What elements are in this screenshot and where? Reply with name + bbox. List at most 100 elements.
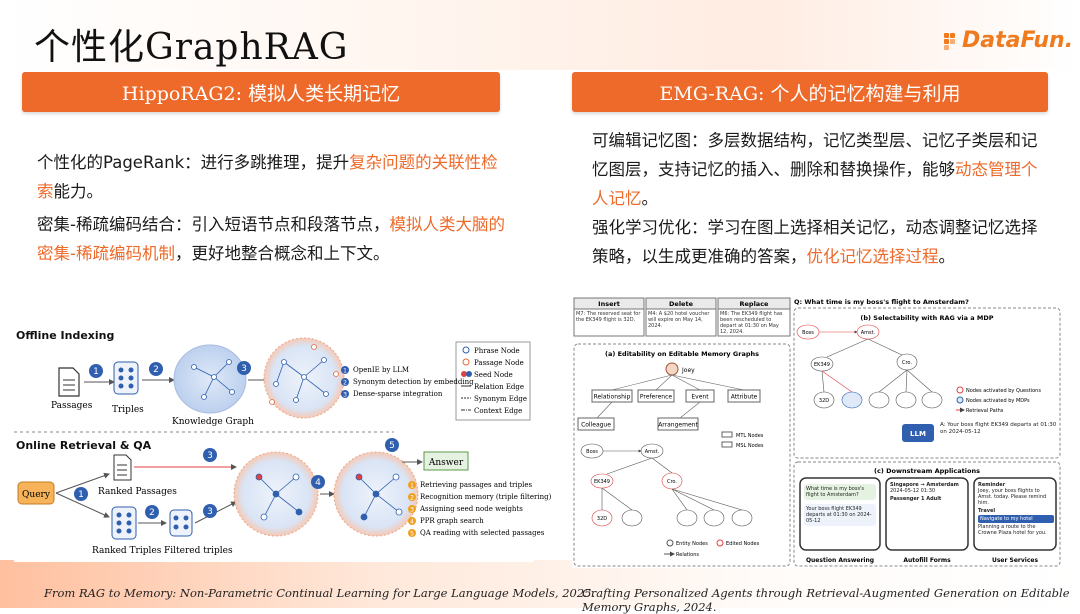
svg-text:3: 3 xyxy=(207,507,213,517)
right-paragraph-editable-graph: 可编辑记忆图：多层数据结构，记忆类型层、记忆子类层和记忆图层，支持记忆的插入、删… xyxy=(592,131,1038,208)
panel-a-border xyxy=(573,343,791,567)
svg-text:2: 2 xyxy=(149,508,155,518)
svg-text:PPR graph search: PPR graph search xyxy=(420,517,484,525)
memory-ops-table: Insert Delete Replace xyxy=(573,297,791,337)
svg-text:3: 3 xyxy=(410,507,414,514)
svg-text:5: 5 xyxy=(410,531,414,538)
passages-label: Passages xyxy=(51,401,93,411)
svg-text:1: 1 xyxy=(410,483,414,490)
emg-rag-svg: Insert Delete Replace M7: The reserved s… xyxy=(573,297,1061,567)
svg-text:Cro.: Cro. xyxy=(902,360,912,366)
emg-rag-diagram: Insert Delete Replace M7: The reserved s… xyxy=(572,296,1062,568)
panel-a-title: (a) Editability on Editable Memory Graph… xyxy=(605,350,759,358)
svg-text:EK349: EK349 xyxy=(814,362,830,368)
slide-title: 个性化GraphRAG xyxy=(34,27,349,68)
panel-b-border xyxy=(793,307,1061,459)
query-box xyxy=(17,481,55,505)
svg-text:Recognition memory (triple fil: Recognition memory (triple filtering) xyxy=(420,493,552,501)
step-badge xyxy=(385,438,399,452)
svg-text:Attribute: Attribute xyxy=(731,394,758,401)
question-text: Q: What time is my boss's flight to Amst… xyxy=(794,298,969,306)
online-steps-list: 1 Retrieving passages and triples 2 Reco… xyxy=(408,481,552,538)
answer-label: Answer xyxy=(428,458,464,468)
svg-text:Retrieving passages and triple: Retrieving passages and triples xyxy=(420,481,532,489)
triples-label: Triples xyxy=(112,405,144,415)
integrated-graph-nodes xyxy=(269,344,339,405)
step-badge xyxy=(145,505,159,519)
svg-text:4: 4 xyxy=(315,478,321,488)
left-paragraph-dense-sparse: 密集-稀疏编码结合：引入短语节点和段落节点，模拟人类大脑的密集-稀疏编码机制，更… xyxy=(37,215,505,263)
passage-node-icon xyxy=(462,358,470,366)
memory-graph-a: Boss Amst. EK349 Cro. 32D xyxy=(580,443,753,527)
highlight-text: 复杂问题的关联性检索 xyxy=(37,153,498,201)
svg-text:Boss: Boss xyxy=(586,449,598,455)
op-delete: Delete xyxy=(669,300,694,308)
svg-text:4: 4 xyxy=(410,519,414,526)
svg-text:Context Edge: Context Edge xyxy=(474,407,522,415)
user-name: Joey xyxy=(681,367,695,374)
step-badge xyxy=(149,362,163,376)
svg-text:Event: Event xyxy=(691,394,709,401)
knowledge-graph-blob xyxy=(173,344,247,414)
subcategory-row: Colleague Arrangement xyxy=(577,417,699,431)
svg-text:Relationship: Relationship xyxy=(594,394,631,401)
svg-text:Retrieval Paths: Retrieval Paths xyxy=(966,408,1004,414)
left-paragraph-pagerank: 个性化的PageRank：进行多跳推理，提升复杂问题的关联性检索能力。 xyxy=(37,153,498,201)
svg-text:32D: 32D xyxy=(819,398,829,404)
left-citation: From RAG to Memory: Non-Parametric Conti… xyxy=(44,586,596,600)
panel-c-border xyxy=(793,461,1061,567)
svg-text:3: 3 xyxy=(241,364,247,374)
kg-nodes xyxy=(191,359,235,400)
triples-icon xyxy=(113,361,139,395)
svg-text:Nodes activated by Questions: Nodes activated by Questions xyxy=(966,388,1041,394)
ppr-graph-2-nodes xyxy=(355,473,403,521)
svg-text:Edited Nodes: Edited Nodes xyxy=(726,541,760,547)
svg-text:2: 2 xyxy=(153,365,159,375)
right-section-banner: EMG-RAG: 个人的记忆构建与利用 xyxy=(572,72,1048,112)
svg-text:1: 1 xyxy=(343,368,347,375)
app-user-services: User Services xyxy=(992,557,1039,564)
memory-graph-b: Boss Amst. EK349 Cro. 32D xyxy=(796,324,943,409)
mdp-legend: Nodes activated by Questions Nodes activ… xyxy=(956,386,1041,414)
svg-text:QA reading with selected passa: QA reading with selected passages xyxy=(420,529,545,537)
svg-text:Passage Node: Passage Node xyxy=(474,359,524,367)
llm-label: LLM xyxy=(910,430,926,438)
svg-text:Colleague: Colleague xyxy=(581,422,611,429)
app-autofill-forms: Autofill Forms xyxy=(903,557,951,564)
ranked-passages-icon xyxy=(113,454,132,481)
arrow xyxy=(55,492,110,518)
svg-text:Assigning seed node weights: Assigning seed node weights xyxy=(419,505,523,513)
offline-indexing-title: Offline Indexing xyxy=(16,329,114,342)
online-retrieval-title: Online Retrieval & QA xyxy=(16,439,152,452)
svg-text:Entity Nodes: Entity Nodes xyxy=(676,541,708,547)
right-paragraph-rl-optimization: 强化学习优化：学习在图上选择相关记忆，动态调整记忆选择策略，以生成更准确的答案，… xyxy=(592,218,1038,266)
svg-text:OpenIE by LLM: OpenIE by LLM xyxy=(353,366,409,374)
svg-text:Synonym detection by embedding: Synonym detection by embedding xyxy=(353,378,474,386)
svg-text:MSL Nodes: MSL Nodes xyxy=(736,443,764,449)
phrase-node-icon xyxy=(462,346,470,354)
offline-steps-list: 1 OpenIE by LLM 2 Synonym detection by e… xyxy=(341,366,474,399)
datafun-logo: DataFun. xyxy=(944,28,1073,53)
user-avatar-icon xyxy=(665,362,679,376)
svg-text:EK349: EK349 xyxy=(594,479,610,485)
filtered-triples-icon xyxy=(169,509,193,537)
step-badge xyxy=(311,475,325,489)
highlight-text: 模拟人类大脑的密集-稀疏编码机制 xyxy=(37,215,505,263)
legend-box xyxy=(455,341,531,421)
answer-text: A: Your boss flight EK349 departs at 01:… xyxy=(940,422,1057,435)
passages-doc-icon xyxy=(58,367,80,397)
svg-text:Seed Node: Seed Node xyxy=(474,371,513,379)
svg-text:3: 3 xyxy=(207,451,213,461)
step-badge xyxy=(237,361,251,375)
svg-text:Amst.: Amst. xyxy=(861,330,876,336)
msl-mtl-legend: MTL Nodes MSL Nodes xyxy=(721,431,764,449)
op-replace: Replace xyxy=(740,300,770,308)
right-citation: Crafting Personalized Agents through Ret… xyxy=(582,586,1070,614)
svg-text:1: 1 xyxy=(93,367,99,377)
svg-text:Relations: Relations xyxy=(676,552,699,558)
svg-text:2: 2 xyxy=(343,380,347,387)
hipporag2-diagram: Offline Indexing Online Retrieval & QA P… xyxy=(14,322,552,562)
svg-text:Phrase Node: Phrase Node xyxy=(474,347,520,355)
svg-text:Boss: Boss xyxy=(802,330,814,336)
logo-text: DataFun. xyxy=(962,28,1074,53)
